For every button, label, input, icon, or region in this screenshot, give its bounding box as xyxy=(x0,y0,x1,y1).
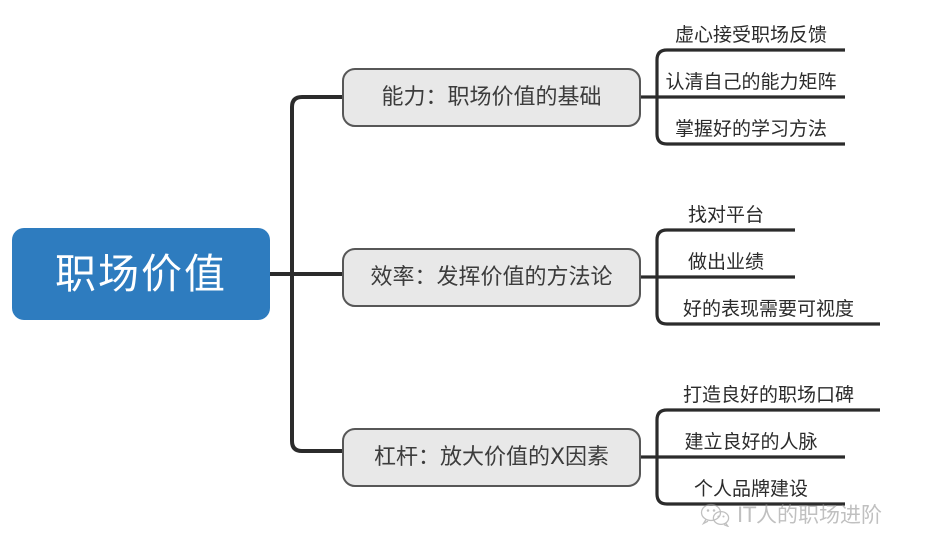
leaf-node-label: 好的表现需要可视度 xyxy=(682,298,854,321)
watermark-text: IT人的职场进阶 xyxy=(737,502,883,527)
branch-node-leverage[interactable]: 杠杆：放大价值的X因素 xyxy=(342,428,641,487)
root-node-label: 职场价值 xyxy=(55,249,227,298)
leaf-node-label: 认清自己的能力矩阵 xyxy=(665,71,837,94)
leaf-node-ability-2[interactable]: 认清自己的能力矩阵 xyxy=(657,63,845,97)
leaf-node-efficiency-1[interactable]: 找对平台 xyxy=(657,196,795,230)
leaf-node-ability-3[interactable]: 掌握好的学习方法 xyxy=(657,110,845,144)
leaf-node-leverage-1[interactable]: 打造良好的职场口碑 xyxy=(657,376,880,410)
leaf-node-label: 虚心接受职场反馈 xyxy=(674,24,827,47)
leaf-node-ability-1[interactable]: 虚心接受职场反馈 xyxy=(657,16,845,50)
branch-node-label: 能力：职场价值的基础 xyxy=(381,84,602,110)
branch-node-label: 杠杆：放大价值的X因素 xyxy=(373,444,610,470)
leaf-node-label: 打造良好的职场口碑 xyxy=(682,384,854,407)
wechat-icon xyxy=(700,503,730,527)
leaf-node-label: 做出业绩 xyxy=(687,251,764,274)
leaf-node-efficiency-3[interactable]: 好的表现需要可视度 xyxy=(657,290,880,324)
leaf-node-leverage-3[interactable]: 个人品牌建设 xyxy=(657,470,845,504)
branch-node-ability[interactable]: 能力：职场价值的基础 xyxy=(342,68,641,127)
branch-node-label: 效率：发挥价值的方法论 xyxy=(370,264,613,290)
branch-node-efficiency[interactable]: 效率：发挥价值的方法论 xyxy=(342,248,641,307)
leaf-node-leverage-2[interactable]: 建立良好的人脉 xyxy=(657,423,845,457)
leaf-node-label: 掌握好的学习方法 xyxy=(674,118,827,141)
root-node[interactable]: 职场价值 xyxy=(12,228,270,320)
root-spine-bracket xyxy=(290,95,342,453)
leaf-node-efficiency-2[interactable]: 做出业绩 xyxy=(657,243,795,277)
leaf-node-label: 找对平台 xyxy=(687,204,764,227)
leaf-node-label: 个人品牌建设 xyxy=(693,478,808,501)
watermark: IT人的职场进阶 xyxy=(700,503,882,527)
leaf-node-label: 建立良好的人脉 xyxy=(684,431,818,454)
